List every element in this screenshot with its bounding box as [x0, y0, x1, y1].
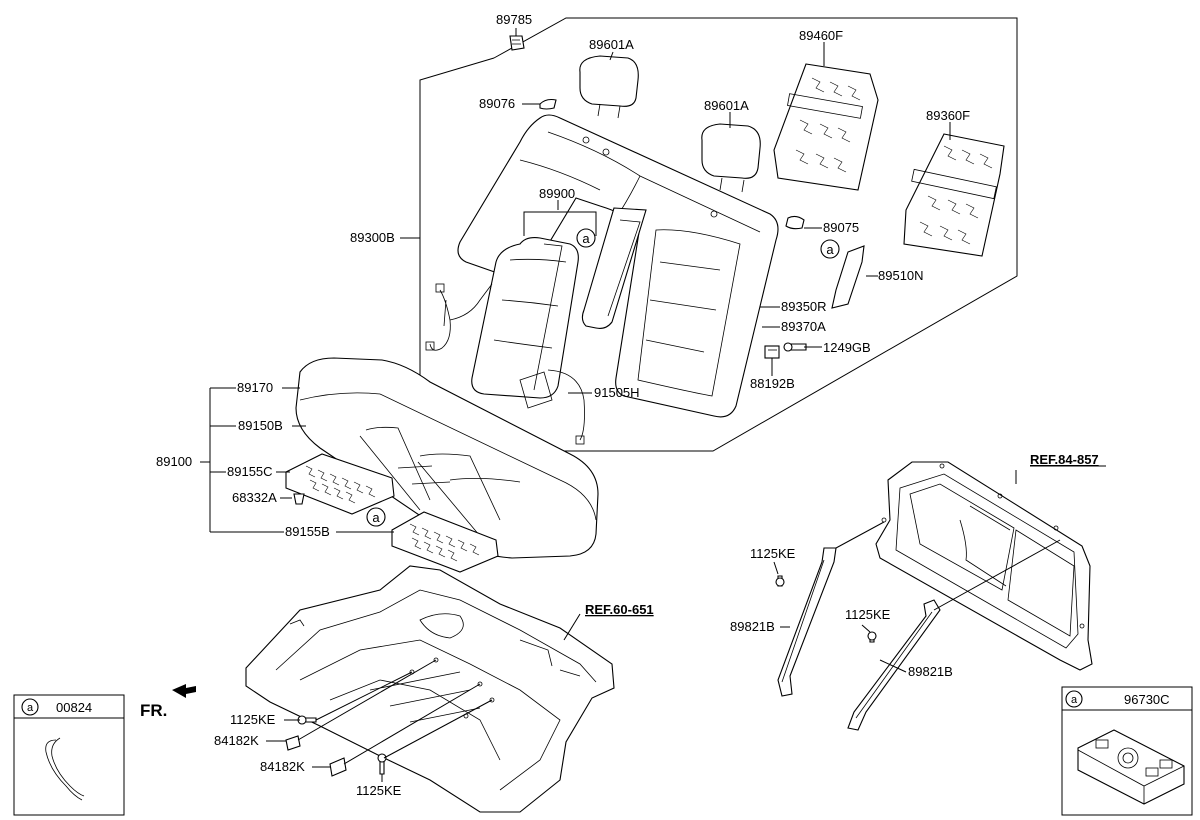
part-labels: 89785 89601A 89601A 89460F 89360F 89076 …: [56, 12, 1170, 798]
callout-a-1: a: [576, 228, 596, 248]
label-89460F: 89460F: [799, 28, 843, 43]
bracket-88192B: [764, 345, 780, 359]
label-89100: 89100: [156, 454, 192, 469]
svg-text:a: a: [826, 242, 834, 257]
label-00824: 00824: [56, 700, 92, 715]
label-ref-60-651: REF.60-651: [585, 602, 654, 617]
bolt-1249GB: [783, 342, 807, 352]
label-84182K-a: 84182K: [214, 733, 259, 748]
front-arrow: FR.: [140, 684, 196, 720]
clip-89075: [785, 215, 805, 230]
switch-96730C-drawing: [1077, 729, 1185, 805]
label-89155B: 89155B: [285, 524, 330, 539]
trim-89510N: [831, 245, 865, 309]
label-84182K-b: 84182K: [260, 759, 305, 774]
callout-a-2: a: [820, 239, 840, 259]
strap-89821B-1: [777, 547, 837, 697]
label-1249GB: 1249GB: [823, 340, 871, 355]
clip-89785: [509, 35, 525, 51]
label-1125KE-floor-a: 1125KE: [230, 712, 276, 727]
callout-a-3: a: [366, 507, 386, 527]
strap-89821B-2: [847, 599, 941, 731]
label-1125KE-strap-a: 1125KE: [750, 546, 796, 561]
seat-cushion: [295, 357, 599, 559]
label-89900: 89900: [539, 186, 575, 201]
inset-box-right: a: [1061, 686, 1193, 816]
svg-text:FR.: FR.: [140, 701, 167, 720]
cushion-frame-89155B: [391, 511, 499, 573]
pad-84182K-a: [285, 735, 301, 751]
label-89170: 89170: [237, 380, 273, 395]
headrest-right: [701, 123, 761, 193]
seat-back-frame-89360F: [903, 133, 1005, 257]
leader-lines: [200, 28, 1106, 782]
label-89075: 89075: [823, 220, 859, 235]
label-1125KE-floor-b: 1125KE: [356, 783, 402, 798]
svg-text:a: a: [372, 510, 380, 525]
clip-89076: [539, 98, 557, 110]
label-89360F: 89360F: [926, 108, 970, 123]
headrest-left: [579, 55, 639, 119]
bolt-1125KE-floor-a: [297, 715, 317, 725]
label-91505H: 91505H: [594, 385, 640, 400]
pad-84182K-b: [329, 757, 347, 777]
label-89785: 89785: [496, 12, 532, 27]
clip-68332A: [293, 493, 305, 505]
seat-back-small: [471, 237, 579, 409]
label-89601A-top: 89601A: [589, 37, 634, 52]
label-89821B-2: 89821B: [908, 664, 953, 679]
bolt-1125KE-strap-b: [867, 631, 877, 643]
wiring-harness: [425, 283, 585, 445]
clip-00824-drawing: [45, 737, 85, 801]
svg-text:a: a: [1071, 694, 1078, 706]
label-89350R: 89350R: [781, 299, 827, 314]
label-89076: 89076: [479, 96, 515, 111]
label-89155C: 89155C: [227, 464, 273, 479]
inset-box-left: a: [13, 694, 125, 816]
label-89601A-mid: 89601A: [704, 98, 749, 113]
label-89821B-1: 89821B: [730, 619, 775, 634]
label-ref-84-857: REF.84-857: [1030, 452, 1099, 467]
svg-text:a: a: [582, 231, 590, 246]
rear-shelf-panel: [875, 461, 1093, 671]
label-89510N: 89510N: [878, 268, 924, 283]
floor-panel: [245, 565, 615, 813]
seat-back-center: [581, 207, 647, 329]
label-89150B: 89150B: [238, 418, 283, 433]
label-88192B: 88192B: [750, 376, 795, 391]
label-89370A: 89370A: [781, 319, 826, 334]
label-1125KE-strap-b: 1125KE: [845, 607, 891, 622]
bolt-1125KE-strap-a: [775, 575, 785, 587]
label-96730C: 96730C: [1124, 692, 1170, 707]
cushion-frame-89155C: [285, 453, 395, 515]
seat-back-frame-89460F: [773, 63, 879, 191]
label-89300B: 89300B: [350, 230, 395, 245]
seat-back-large: [457, 114, 779, 418]
bolt-1125KE-floor-b: [377, 753, 387, 775]
seat-back-outline: [419, 17, 1018, 452]
label-68332A: 68332A: [232, 490, 277, 505]
svg-text:a: a: [27, 702, 34, 714]
